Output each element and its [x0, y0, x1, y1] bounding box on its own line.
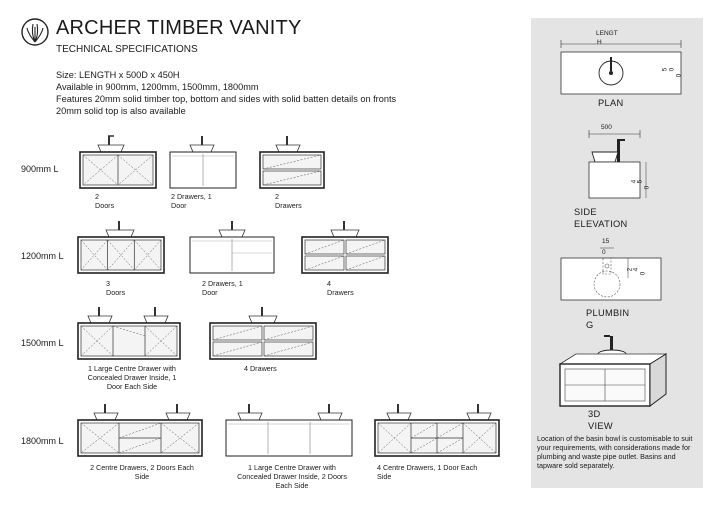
vanity-900-2-drawers-1-door [169, 136, 237, 189]
plan-depth-dim-1: 5 [661, 67, 669, 72]
plan-depth-dim-2: 0 [668, 67, 676, 72]
plumbing-right-dim-2: 4 [632, 267, 640, 272]
caption-1500-b: 4 Drawers [244, 364, 277, 373]
page-title: ARCHER TIMBER VANITY [56, 17, 302, 39]
row-label-900: 900mm L [21, 164, 59, 174]
plumbing-right-dim-3: 0 [639, 271, 647, 276]
vanity-1200-4-drawers [301, 221, 389, 274]
plan-title: PLAN [598, 98, 624, 108]
vanity-1500-large-drawer-doors [77, 307, 181, 360]
3d-view-title-1: 3D [588, 409, 601, 419]
spec-size: Size: LENGTH x 500D x 450H [56, 70, 180, 80]
plumbing-drawing [560, 247, 662, 301]
row-label-1500: 1500mm L [21, 338, 64, 348]
plan-depth-dim-3: 0 [675, 73, 683, 78]
side-panel [531, 18, 703, 488]
spec-availability: Available in 900mm, 1200mm, 1500mm, 1800… [56, 82, 259, 92]
vanity-1800-2-centre-drawers [77, 404, 203, 457]
brand-logo-icon [21, 18, 49, 46]
vanity-1800-large-drawer-doors [225, 404, 353, 457]
plumbing-title-1: PLUMBIN [586, 308, 630, 318]
elevation-height-dim-2: 5 [636, 179, 644, 184]
elevation-title-2: ELEVATION [574, 219, 628, 229]
elevation-width-dim: 500 [601, 124, 612, 131]
elevation-title-1: SIDE [574, 207, 597, 217]
vanity-900-2-drawers [259, 136, 325, 189]
plumbing-top-dim: 15 [602, 238, 610, 245]
vanity-1200-2-drawers-1-door [189, 221, 275, 274]
vanity-1500-4-drawers [209, 307, 317, 360]
side-elevation-drawing [588, 130, 647, 199]
vanity-1200-3-doors [77, 221, 165, 274]
customisation-note: Location of the basin bowl is customisab… [537, 434, 693, 470]
spec-solid-top: 20mm solid top is also available [56, 106, 186, 116]
plumbing-top-dim-2: 0 [602, 249, 606, 256]
plan-length-dim-1: LENGT [596, 30, 618, 37]
vanity-900-2-doors [79, 135, 157, 189]
3d-view-title-2: VIEW [588, 421, 613, 431]
plumbing-title-2: G [586, 320, 594, 330]
page-subtitle: TECHNICAL SPECIFICATIONS [56, 44, 198, 55]
plan-drawing [560, 40, 682, 95]
plan-length-dim-2: H [597, 39, 602, 46]
vanity-1800-4-centre-drawers [374, 404, 500, 457]
3d-view-drawing [558, 335, 668, 407]
elevation-height-dim-3: 0 [643, 185, 651, 190]
row-label-1800: 1800mm L [21, 436, 64, 446]
spec-features: Features 20mm solid timber top, bottom a… [56, 94, 397, 104]
row-label-1200: 1200mm L [21, 251, 64, 261]
